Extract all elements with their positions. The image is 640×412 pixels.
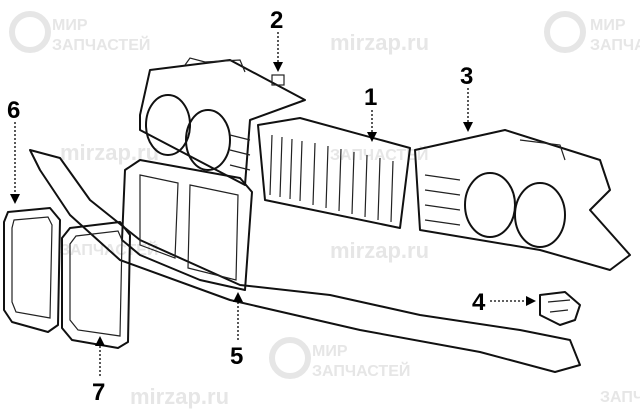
right-headlamp-housing[interactable] bbox=[414, 129, 631, 271]
arrow-down-icon bbox=[10, 194, 20, 204]
watermark-brand: ЗАПЧАСТЕЙ bbox=[52, 35, 150, 54]
watermark-brand: ЗАПЧАСТЕЙ bbox=[312, 361, 410, 380]
watermark-site: mirzap.ru bbox=[330, 30, 429, 55]
arrow-right-icon bbox=[526, 296, 536, 306]
arrow-down-icon bbox=[367, 132, 377, 142]
right-kidney-grille-frame[interactable] bbox=[61, 221, 131, 349]
callouts: 2 1 3 6 4 5 7 bbox=[7, 7, 536, 406]
left-headlamp-housing[interactable] bbox=[139, 57, 306, 186]
arrow-down-icon bbox=[273, 62, 283, 72]
watermark-site: mirzap.ru bbox=[330, 238, 429, 263]
bracket-clip[interactable] bbox=[539, 291, 581, 326]
arrow-up-icon bbox=[95, 336, 105, 346]
callout-4: 4 bbox=[472, 289, 486, 316]
left-kidney-grille-frame[interactable] bbox=[3, 207, 61, 333]
watermark-site: mirzap.ru bbox=[130, 384, 229, 409]
watermark-brand: МИР bbox=[312, 343, 348, 360]
watermark-brand: ЗАПЧАСТЕЙ bbox=[600, 387, 640, 406]
watermark-brand: МИР bbox=[590, 17, 626, 34]
callout-6: 6 bbox=[7, 97, 20, 124]
watermarks: МИР ЗАПЧАСТЕЙ mirzap.ru МИР ЗАПЧАСТЕЙ mi… bbox=[9, 11, 640, 409]
arrow-down-icon bbox=[463, 122, 473, 132]
watermark-brand: ЗАПЧАСТЕЙ bbox=[590, 35, 640, 54]
watermark-logo-icon bbox=[9, 11, 51, 53]
callout-7: 7 bbox=[92, 379, 105, 406]
watermark-brand: МИР bbox=[52, 17, 88, 34]
watermark-logo-icon bbox=[544, 11, 586, 53]
trim-panel[interactable] bbox=[29, 149, 581, 373]
watermark-brand: ЗАПЧАСТЕЙ bbox=[330, 145, 428, 164]
arrow-up-icon bbox=[233, 292, 243, 302]
watermark-logo-icon bbox=[269, 337, 311, 379]
callout-3: 3 bbox=[460, 63, 473, 90]
callout-5: 5 bbox=[230, 343, 243, 370]
center-grille[interactable] bbox=[257, 117, 411, 229]
callout-1: 1 bbox=[364, 84, 377, 111]
callout-2: 2 bbox=[270, 7, 283, 34]
